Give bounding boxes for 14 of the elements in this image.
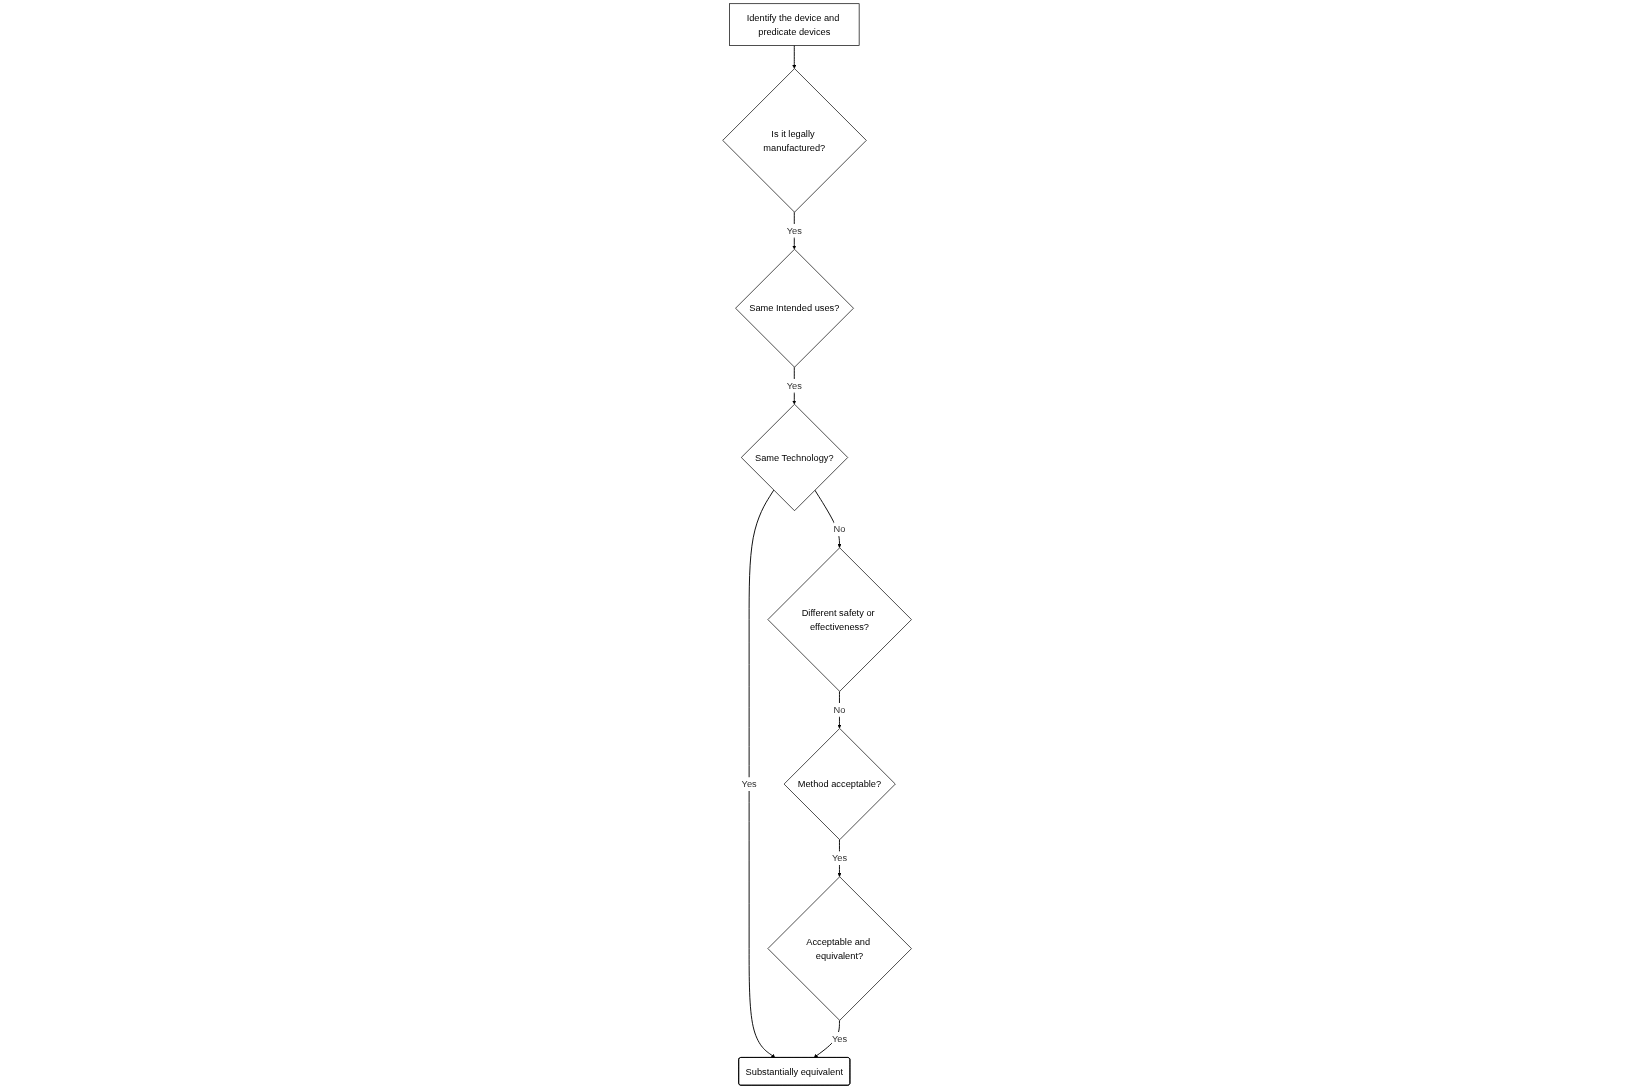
- node-diamond: Same Intended uses?: [735, 248, 855, 368]
- edge-label: No: [833, 524, 846, 535]
- node-diamond: Acceptable and equivalent?: [767, 876, 913, 1021]
- node-box: Identify the device and predicate devices: [729, 3, 860, 46]
- edge-label: Yes: [832, 1033, 848, 1045]
- edge-label: Yes: [832, 853, 848, 864]
- node-diamond: Same Technology?: [741, 403, 849, 512]
- edge-label: No: [833, 704, 846, 716]
- edge-label: Yes: [741, 779, 758, 790]
- edge-label: Yes: [787, 380, 803, 391]
- node-diamond: Method acceptable?: [784, 728, 897, 841]
- edge-label: Yes: [787, 225, 803, 236]
- node-diamond: Different safety or effectiveness?: [767, 547, 913, 692]
- node-diamond: Is it legally manufactured?: [722, 68, 868, 213]
